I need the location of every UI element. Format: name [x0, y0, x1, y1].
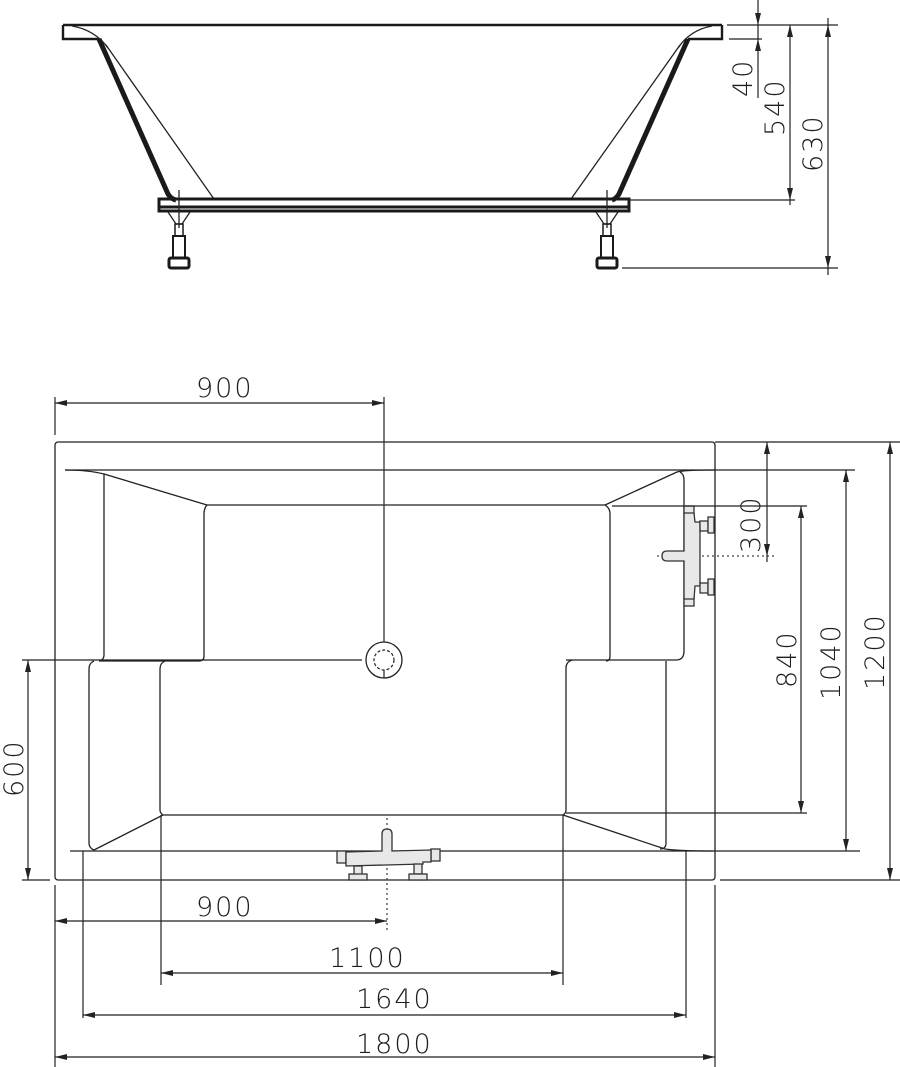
dim-text-540: 540 — [760, 78, 791, 136]
dim-text-1040: 1040 — [816, 623, 847, 700]
upper-left-wall — [64, 469, 105, 662]
dim-text-840: 840 — [772, 630, 803, 688]
dim-tub-depth: 540 — [760, 25, 793, 205]
dim-text-900-bottom: 900 — [196, 892, 254, 923]
dim-text-1100: 1100 — [329, 943, 406, 974]
left-outer-wall — [96, 37, 177, 203]
right-rim-lip — [688, 25, 724, 41]
dim-drain-height: 600 — [0, 660, 50, 881]
dim-inner-width: 1640 — [83, 984, 686, 1018]
dim-overall-width: 1200 — [860, 442, 893, 880]
upper-right-slope — [604, 469, 716, 506]
dim-text-1800: 1800 — [356, 1029, 433, 1060]
dim-mixer-from-left-bottom: 900 — [55, 892, 387, 924]
upper-left-slope — [103, 473, 208, 506]
dim-total-height: 630 — [798, 18, 831, 275]
dim-tap-offset: 300 — [736, 442, 770, 562]
lower-left-inner — [159, 660, 166, 816]
lower-right-wall — [659, 661, 667, 850]
right-foot-icon — [595, 190, 619, 270]
lower-right-inner — [562, 659, 573, 816]
upper-left-inner — [198, 504, 208, 662]
right-outer-wall — [611, 37, 691, 203]
dim-inner-floor-depth: 840 — [772, 506, 804, 813]
upper-right-wall — [675, 471, 685, 661]
right-inner-wall — [570, 44, 681, 200]
dim-text-900-top: 900 — [196, 373, 254, 404]
dim-text-40: 40 — [728, 59, 759, 97]
lower-left-slope — [93, 814, 164, 851]
dim-text-630: 630 — [798, 114, 829, 172]
dim-drain-from-left-top: 900 — [55, 373, 384, 406]
left-inner-wall — [105, 44, 215, 200]
left-rim-lip — [61, 25, 99, 41]
dim-text-600: 600 — [0, 739, 30, 797]
outer-rim — [54, 441, 716, 881]
side-elevation-view: 40 540 630 — [61, 0, 838, 275]
dim-rim-thickness: 40 — [728, 0, 761, 98]
side-mixer-tap-icon — [657, 505, 775, 607]
left-rim-curve — [71, 25, 109, 49]
lower-right-slope — [562, 814, 714, 852]
dim-text-1200: 1200 — [860, 613, 891, 690]
lower-left-wall — [88, 660, 95, 851]
dim-overall-length: 1800 — [55, 1029, 715, 1060]
left-foot-icon — [167, 190, 191, 270]
drain-overflow-icon — [365, 397, 403, 679]
dim-inner-depth: 1040 — [816, 470, 849, 851]
upper-right-inner — [604, 504, 611, 662]
dim-text-1640: 1640 — [356, 984, 433, 1015]
front-mixer-tap-icon — [336, 818, 441, 930]
dim-inner-floor-width: 1100 — [161, 943, 563, 976]
dim-text-300: 300 — [736, 495, 767, 553]
base-frame — [157, 197, 631, 213]
